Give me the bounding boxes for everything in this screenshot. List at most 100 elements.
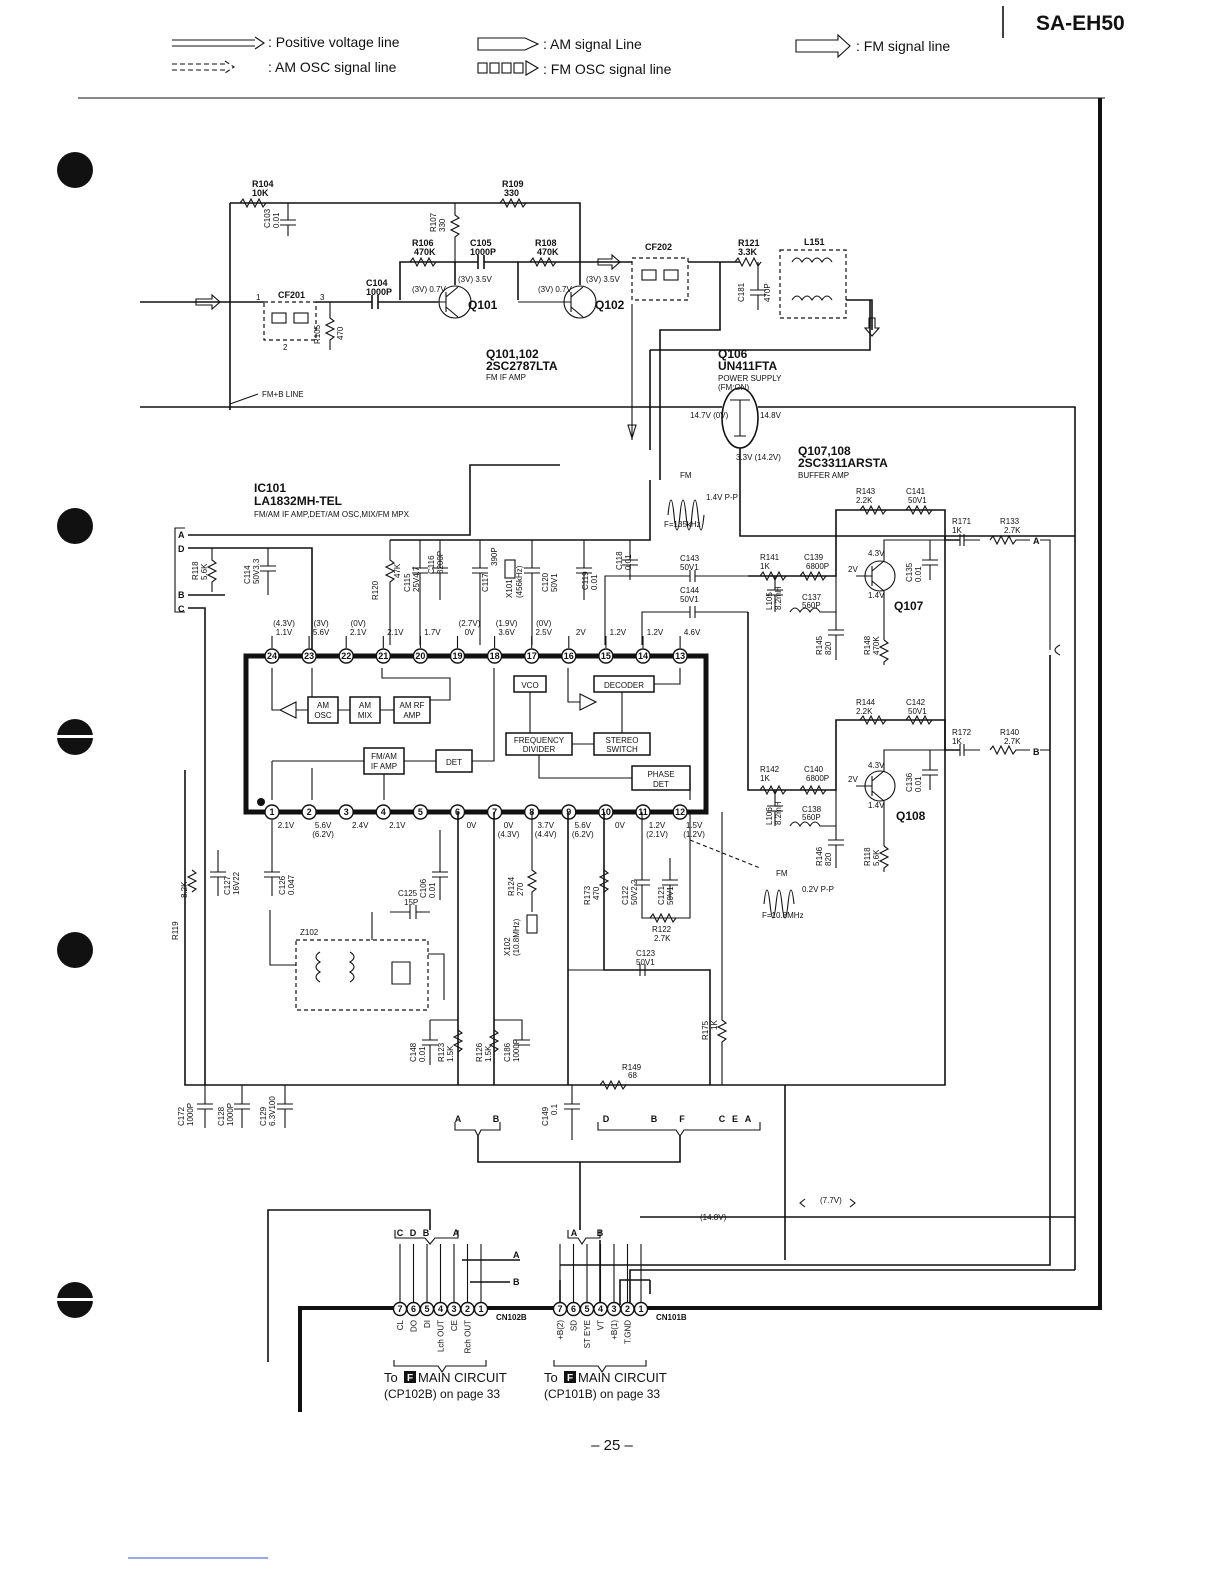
svg-text:Q101,102: Q101,102 — [486, 347, 539, 361]
svg-text:0.2V P-P: 0.2V P-P — [802, 885, 834, 894]
left-ports: A D B C — [174, 464, 560, 1085]
connector-pin-label: 5 — [424, 1304, 429, 1314]
ic-top-volt: (0V) — [536, 619, 551, 628]
svg-text:1K: 1K — [710, 1020, 719, 1030]
connector-signal: VT — [597, 1320, 606, 1330]
connector-pin-label: 6 — [411, 1304, 416, 1314]
svg-text:C136: C136 — [905, 772, 914, 792]
svg-text:820: 820 — [824, 852, 833, 866]
ic-bottom-volt: 2.4V — [352, 821, 369, 830]
connector-signal: SD — [570, 1320, 579, 1331]
connector-badge — [404, 1371, 416, 1383]
svg-text:C114: C114 — [243, 565, 252, 584]
q106-power-supply: Q106 UN411FTA POWER SUPPLY (FM:ON) 14.7V… — [140, 262, 1076, 1270]
svg-text:B: B — [513, 1277, 520, 1287]
svg-text:68: 68 — [628, 1071, 637, 1080]
ic-pin-16 — [561, 648, 577, 664]
svg-text:2SC2787LTA: 2SC2787LTA — [486, 359, 558, 373]
ic-pin-14 — [635, 648, 651, 664]
connector-pin-label: 4 — [598, 1304, 603, 1314]
svg-text:3: 3 — [320, 293, 325, 302]
binder-hole — [57, 932, 93, 968]
r105-ref: R105 — [313, 324, 322, 344]
ic-bottom-volt: 2.1V — [389, 821, 406, 830]
connector-ref: CN102B — [496, 1313, 527, 1322]
svg-text:R142: R142 — [760, 765, 780, 774]
svg-text:5.6K: 5.6K — [200, 563, 209, 580]
c181-val: 470P — [763, 283, 772, 302]
svg-text:R145: R145 — [815, 635, 824, 655]
ic-top-volt: 2.5V — [535, 628, 552, 637]
ic-pin-label: 24 — [267, 651, 277, 661]
connector-circuit: MAIN CIRCUIT — [418, 1370, 507, 1385]
svg-text:1.5K: 1.5K — [446, 1045, 455, 1062]
svg-text:MIX: MIX — [358, 711, 373, 720]
legend: : Positive voltage line : AM OSC signal … — [172, 33, 950, 77]
svg-text:2.7K: 2.7K — [1004, 737, 1021, 746]
connector-pin-label: 2 — [465, 1304, 470, 1314]
ic-pin-11 — [635, 804, 651, 820]
svg-text:C122: C122 — [621, 885, 630, 905]
ic-bottom-volt: 1.2V — [649, 821, 666, 830]
svg-text:820: 820 — [824, 641, 833, 655]
ic-pin-label: 20 — [415, 651, 425, 661]
svg-text:C126: C126 — [278, 875, 287, 895]
connector-badge-letter: F — [407, 1373, 413, 1384]
svg-text:50V1: 50V1 — [680, 563, 699, 572]
svg-text:390P: 390P — [490, 547, 499, 566]
c105-ref: C105 — [470, 238, 492, 248]
connector-signal: CL — [396, 1319, 405, 1330]
connector-signal: +B(2) — [556, 1320, 565, 1340]
connector-signal: Rch OUT — [464, 1320, 473, 1353]
ic-pin-20 — [412, 648, 429, 664]
svg-text:16V22: 16V22 — [232, 871, 241, 895]
l151-ref: L151 — [804, 237, 825, 247]
svg-text:C135: C135 — [905, 562, 914, 582]
svg-text:R173: R173 — [583, 885, 592, 905]
svg-text:C139: C139 — [804, 553, 824, 562]
svg-text:C121: C121 — [657, 885, 666, 905]
svg-text:C149: C149 — [541, 1106, 550, 1126]
connector-pin-label: 7 — [397, 1304, 402, 1314]
ic-pin-label: 5 — [418, 807, 423, 817]
svg-text:560P: 560P — [802, 601, 821, 610]
fm-b-line-label: FM+B LINE — [262, 390, 304, 399]
svg-text:50V1: 50V1 — [636, 958, 655, 967]
svg-text:R124: R124 — [507, 876, 516, 896]
legend-am-signal: : AM signal Line — [477, 36, 642, 52]
svg-text:6800P: 6800P — [806, 562, 829, 571]
svg-text:4.3V: 4.3V — [868, 549, 885, 558]
legend-fm-osc: : FM OSC signal line — [477, 60, 672, 77]
ic-pin-3 — [338, 804, 354, 820]
ic-top-volt: (1.9V) — [496, 619, 518, 628]
connector-signal: DO — [410, 1320, 419, 1332]
waveform-fm-108mhz: FM 0.2V P-P F=10.8MHz — [689, 839, 834, 920]
fm-if-section: R104 10K C103 0.01 R109 330 R107 330 R10… — [140, 179, 881, 410]
svg-text:FM: FM — [680, 471, 692, 480]
ic-bottom-volt: 0V — [615, 821, 625, 830]
legend-fm-signal: : FM signal line — [795, 33, 950, 59]
svg-text:R149: R149 — [622, 1063, 642, 1072]
svg-text:R175: R175 — [701, 1020, 710, 1040]
svg-text:C148: C148 — [409, 1042, 418, 1062]
svg-text:D: D — [178, 544, 185, 554]
connector-group-letter: A — [571, 1228, 578, 1238]
connector-group-letter: C — [397, 1228, 404, 1238]
svg-text:8.2mH: 8.2mH — [774, 586, 783, 610]
ic-top-volt: 2.1V — [387, 628, 404, 637]
binder-holes — [55, 152, 95, 1318]
connector-badge — [564, 1371, 576, 1383]
svg-text:C127: C127 — [223, 875, 232, 895]
connector-circuit: MAIN CIRCUIT — [578, 1370, 667, 1385]
ic-pin-4 — [375, 804, 391, 820]
ic-pin-10 — [598, 804, 614, 820]
svg-text:C119: C119 — [581, 571, 590, 590]
ic-pin-label: 18 — [490, 651, 500, 661]
svg-text:UN411FTA: UN411FTA — [718, 359, 777, 373]
r108-val: 470K — [537, 247, 559, 257]
ic-bottom-volt: 0V — [467, 821, 477, 830]
connector-to: To — [544, 1370, 558, 1385]
svg-text:R133: R133 — [1000, 517, 1020, 526]
ic-pin-label: 23 — [304, 651, 314, 661]
r106-val: 470K — [414, 247, 436, 257]
